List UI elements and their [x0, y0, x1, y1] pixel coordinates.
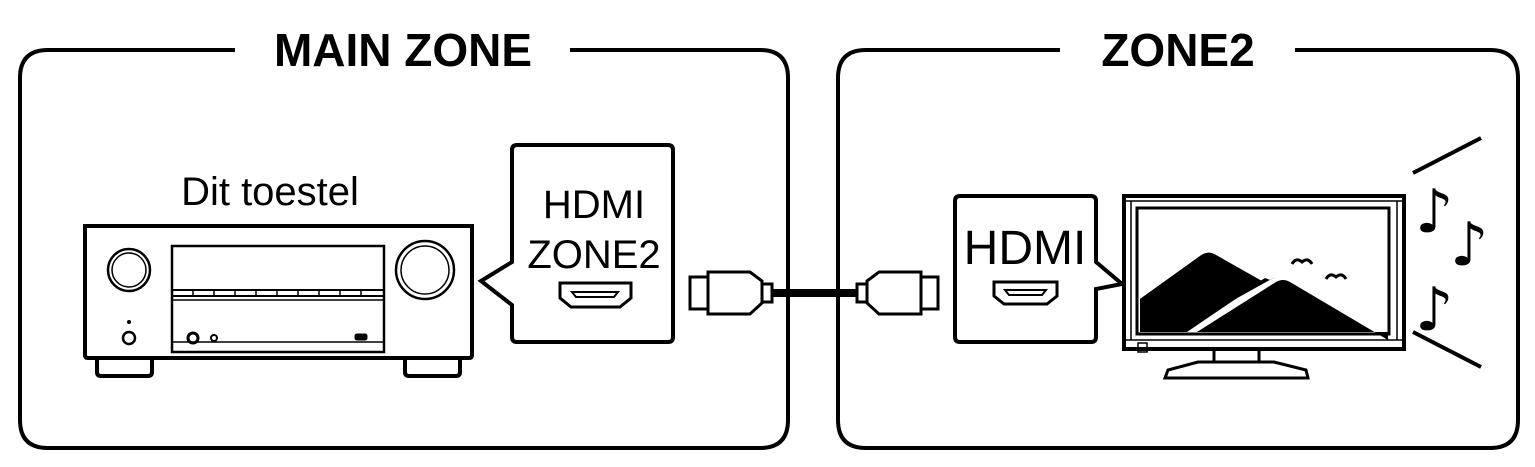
hdmi-cable-icon [688, 270, 940, 316]
svg-text:♪: ♪ [1450, 210, 1488, 280]
zone2-title: ZONE2 [1101, 24, 1254, 76]
svg-text:♪: ♪ [1415, 275, 1453, 345]
receiver-hdmi-callout: HDMI ZONE2 [477, 143, 675, 344]
receiver-port-line1: HDMI [543, 183, 645, 227]
zone2-panel: ZONE2 [836, 24, 1520, 450]
main-zone-title: MAIN ZONE [274, 24, 532, 76]
receiver-port-line2: ZONE2 [527, 233, 660, 277]
tv-port-label: HDMI [964, 222, 1087, 275]
tv-hdmi-callout: HDMI [953, 194, 1127, 344]
svg-text:♪: ♪ [1415, 177, 1453, 247]
hdmi-port-icon [992, 280, 1059, 306]
tv-icon [1122, 194, 1406, 380]
receiver-icon [83, 224, 474, 378]
hdmi-port-icon [558, 281, 633, 309]
receiver-label: Dit toestel [181, 170, 359, 214]
main-zone-panel: MAIN ZONE [18, 24, 790, 450]
music-notes-icon: ♪ ♪ ♪ [1412, 136, 1488, 369]
